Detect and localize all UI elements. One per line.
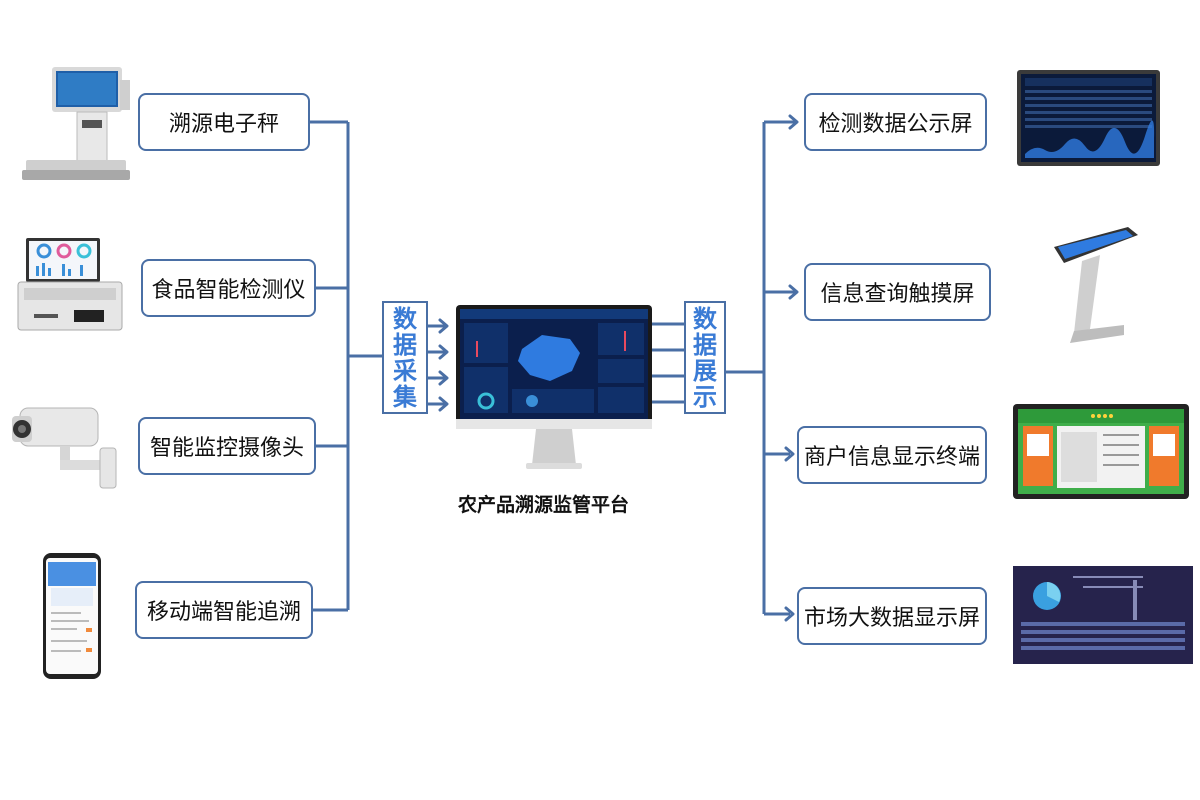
- display-char: 据: [693, 330, 717, 359]
- collect-char: 据: [393, 330, 417, 359]
- device-box-electronic-scale: 溯源电子秤: [138, 93, 310, 151]
- platform-caption: 农产品溯源监管平台: [458, 494, 630, 516]
- big-data-screen-icon: [1013, 566, 1193, 664]
- display-box-merchant-terminal: 商户信息显示终端: [797, 426, 987, 484]
- security-camera-icon: [0, 400, 125, 495]
- monitor-icon: [456, 305, 652, 470]
- collect-char: 集: [393, 382, 417, 411]
- display-char: 示: [693, 382, 717, 411]
- display-char: 展: [693, 356, 717, 385]
- display-box-market-bigdata: 市场大数据显示屏: [797, 587, 987, 645]
- display-box-detection-data: 检测数据公示屏: [804, 93, 987, 151]
- device-box-food-detector: 食品智能检测仪: [141, 259, 316, 317]
- display-char: 数: [693, 304, 717, 333]
- kiosk-icon: [1040, 225, 1140, 347]
- collect-char: 数: [393, 304, 417, 333]
- device-box-security-camera: 智能监控摄像头: [138, 417, 316, 475]
- device-box-mobile-trace: 移动端智能追溯: [135, 581, 313, 639]
- merchant-terminal-icon: [1013, 404, 1189, 499]
- data-display-label: 数 据 展 示: [684, 301, 726, 414]
- collect-char: 采: [393, 356, 417, 385]
- display-box-info-query: 信息查询触摸屏: [804, 263, 991, 321]
- wall-display-icon: [1017, 70, 1160, 166]
- food-detector-icon: [14, 236, 124, 334]
- smartphone-icon: [42, 552, 102, 680]
- data-collection-label: 数 据 采 集: [382, 301, 428, 414]
- electronic-scale-icon: [22, 62, 137, 187]
